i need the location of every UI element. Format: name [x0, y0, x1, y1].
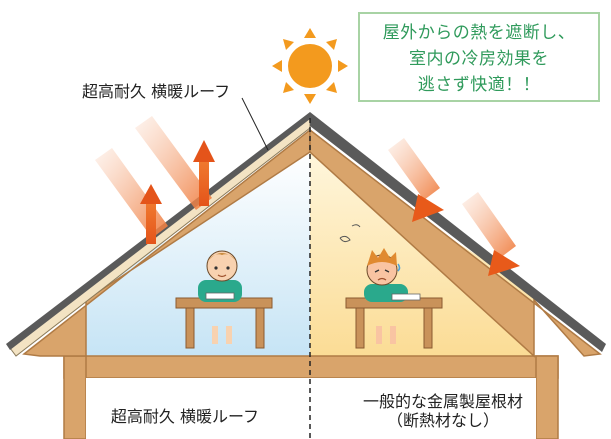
callout-line-2: 室内の冷房効果を [409, 49, 549, 69]
sun-icon [272, 28, 348, 104]
callout-line-1: 屋外からの熱を遮断し、 [382, 23, 576, 43]
reflect-arrow-icon [95, 116, 215, 244]
floor-beam [63, 355, 559, 379]
caption-right-line-2: （断熱材なし） [386, 411, 499, 430]
roof-product-label: 超高耐久 横暖ルーフ [82, 82, 231, 101]
caption-right-line-1: 一般的な金属製屋根材 [362, 392, 523, 411]
roof-label-leader [241, 97, 269, 151]
heat-arrow-icon [388, 138, 520, 276]
cool-child-figure [175, 250, 273, 349]
metal-roof [310, 112, 606, 352]
roof-beam-right [309, 128, 602, 358]
benefit-callout: 屋外からの熱を遮断し、 室内の冷房効果を 逃さず快適！！ [358, 12, 600, 102]
callout-line-3: 逃さず快適！！ [417, 75, 541, 95]
caption-left: 超高耐久 横暖ルーフ [110, 407, 260, 426]
caption-panel [86, 378, 536, 439]
caption-right: 一般的な金属製屋根材 （断熱材なし） [318, 392, 568, 430]
hot-child-figure [339, 224, 443, 349]
